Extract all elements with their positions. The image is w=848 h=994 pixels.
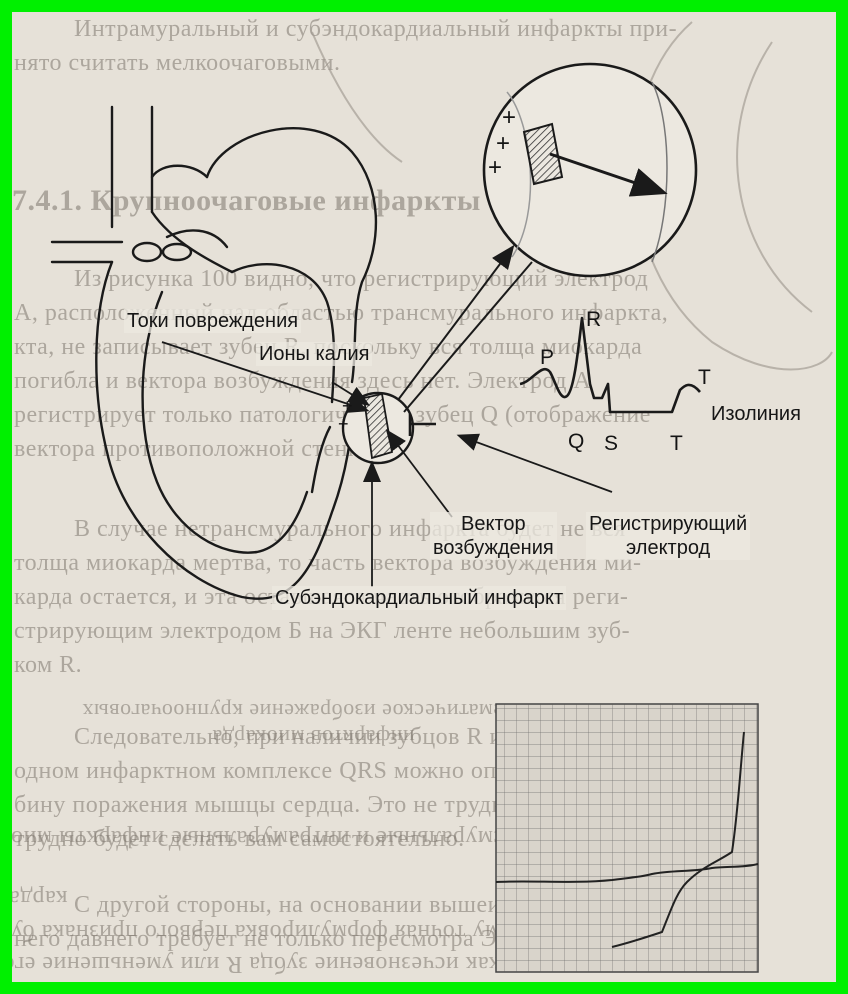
- wave-letter-r: R: [586, 308, 601, 332]
- zoom-connector: [398, 248, 532, 412]
- label-isoline: Изолиния: [708, 402, 804, 426]
- wave-letter-t-lower: T: [670, 432, 683, 456]
- book-page: Интрамуральный и субэндокардиальный инфа…: [12, 12, 836, 982]
- label-injury-currents: Токи повреждения: [124, 309, 301, 333]
- label-excitation-vector-line2: возбуждения: [433, 536, 554, 560]
- recording-electrode: [410, 414, 436, 436]
- wave-letter-s: S: [604, 432, 618, 456]
- label-excitation-vector-line1: Вектор: [433, 512, 554, 536]
- label-recording-electrode: Регистрирующий электрод: [586, 512, 750, 560]
- wave-letter-p: P: [540, 346, 554, 370]
- wave-letter-t-upper: T: [698, 366, 711, 390]
- label-subendocardial-infarct: Субэндокардиальный инфаркт: [272, 586, 566, 610]
- infarct-diagram: [12, 12, 836, 982]
- plus-sign: +: [502, 104, 516, 132]
- wave-letter-q: Q: [568, 430, 584, 454]
- label-potassium-ions: Ионы калия: [256, 342, 372, 366]
- label-recording-electrode-line2: электрод: [589, 536, 747, 560]
- ecg-strip-photo: [496, 704, 758, 972]
- label-recording-electrode-line1: Регистрирующий: [589, 512, 747, 536]
- zoom-circle: [484, 64, 696, 276]
- label-excitation-vector: Вектор возбуждения: [430, 512, 557, 560]
- plus-sign: +: [338, 414, 349, 435]
- plus-sign: +: [488, 154, 502, 182]
